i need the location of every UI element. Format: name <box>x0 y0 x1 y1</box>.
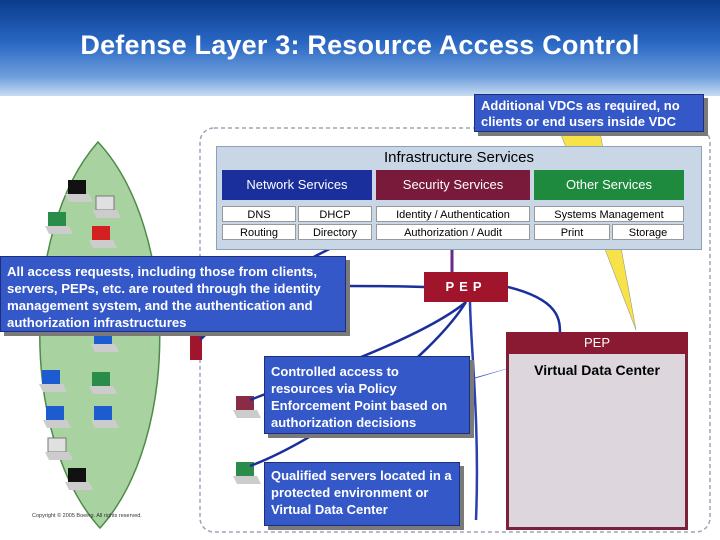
security-services-header: Security Services <box>376 170 530 200</box>
virtual-data-center-label: Virtual Data Center <box>534 362 660 378</box>
dns-cell: DNS <box>222 206 296 222</box>
client-pep-marker <box>190 330 202 360</box>
title-bar <box>0 0 720 96</box>
access-requests-callout: All access requests, including those fro… <box>0 256 346 332</box>
controlled-access-callout: Controlled access to resources via Polic… <box>264 356 470 434</box>
other-services-header: Other Services <box>534 170 684 200</box>
policy-enforcement-point: PEP <box>424 272 508 302</box>
virtual-data-center-box <box>506 336 688 530</box>
dhcp-cell: DHCP <box>298 206 372 222</box>
slide-title: Defense Layer 3: Resource Access Control <box>80 30 640 60</box>
copyright-notice: Copyright © 2005 Boeing. All rights rese… <box>32 513 142 519</box>
authorization-audit-cell: Authorization / Audit <box>376 224 530 240</box>
systems-management-cell: Systems Management <box>534 206 684 222</box>
enterprise-boundary <box>199 127 711 533</box>
vdc-pep-label: PEP <box>506 332 688 354</box>
directory-cell: Directory <box>298 224 372 240</box>
storage-cell: Storage <box>612 224 684 240</box>
infrastructure-services-title: Infrastructure Services <box>383 149 535 166</box>
identity-authentication-cell: Identity / Authentication <box>376 206 530 222</box>
client-laptops <box>39 180 121 490</box>
additional-vdcs-callout: Additional VDCs as required, no clients … <box>474 94 704 132</box>
network-services-header: Network Services <box>222 170 372 200</box>
print-cell: Print <box>534 224 610 240</box>
routing-cell: Routing <box>222 224 296 240</box>
qualified-servers-callout: Qualified servers located in a protected… <box>264 462 460 526</box>
